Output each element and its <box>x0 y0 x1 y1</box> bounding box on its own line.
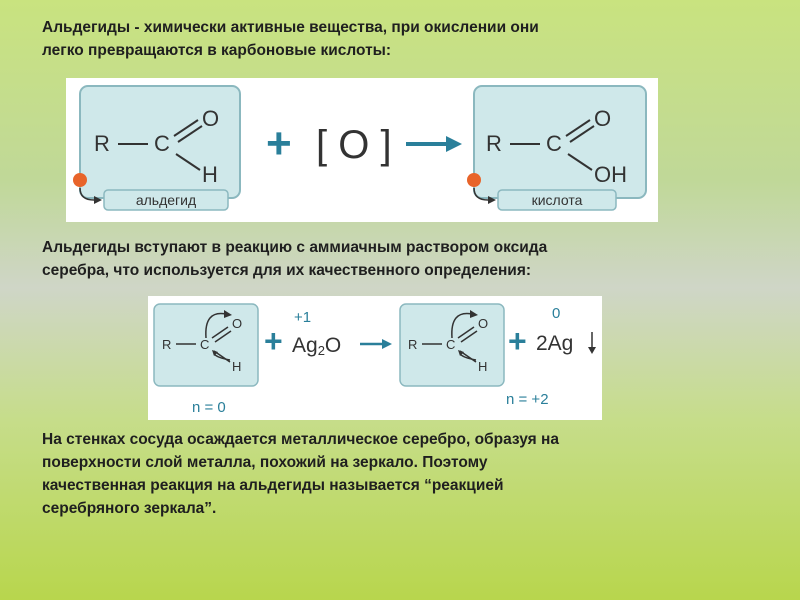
aldehyde-tag <box>103 189 229 211</box>
reagent-formula: Ag2O <box>292 334 341 358</box>
h-label: H <box>478 359 487 374</box>
connector-arrowhead <box>94 196 102 204</box>
oxidation-state-right: n = +2 <box>506 391 549 408</box>
paragraph-line: поверхности слой металла, похожий на зер… <box>42 454 488 471</box>
paragraph-line: На стенках сосуда осаждается металлическ… <box>42 431 559 448</box>
c-label: C <box>154 131 170 156</box>
o-label: O <box>594 106 611 131</box>
paragraph-intro: Альдегиды - химически активные вещества,… <box>42 16 742 62</box>
reaction-arrowhead <box>382 339 392 349</box>
electron-shift-arrowhead <box>458 350 464 356</box>
r-label: R <box>94 131 110 156</box>
precipitate-arrowhead <box>588 347 596 354</box>
r-label: R <box>162 337 171 352</box>
paragraph-line: качественная реакция на альдегиды называ… <box>42 477 504 494</box>
double-bond-line <box>569 125 595 143</box>
reagent-main: Ag <box>292 334 318 357</box>
oxidation-reaction-svg: R C O H альдегид + [ O ] R C O OH кисл <box>73 85 647 211</box>
paragraph-line: серебряного зеркала”. <box>42 500 217 517</box>
electron-shift-arrow <box>451 312 473 339</box>
electron-shift-arrowhead <box>470 310 478 318</box>
paragraph-line: Альдегиды вступают в реакцию с аммиачным… <box>42 239 548 256</box>
product-box <box>399 303 505 387</box>
c-label: C <box>446 337 455 352</box>
paragraph-silver-mirror: На стенках сосуда осаждается металлическ… <box>42 428 742 520</box>
electron-shift-arrowhead <box>224 310 232 318</box>
paragraph-line: серебра, что используется для их качеств… <box>42 262 532 279</box>
double-bond-line <box>211 326 229 339</box>
o-label: O <box>202 106 219 131</box>
plus-sign: + <box>264 323 283 359</box>
reaction-arrowhead <box>446 136 462 152</box>
double-bond-line <box>173 119 199 137</box>
c-label: C <box>546 131 562 156</box>
oh-label: OH <box>594 162 627 187</box>
h-label: H <box>232 359 241 374</box>
aldehyde-box <box>153 303 259 387</box>
silver-mirror-reaction-diagram: R C O H n = 0 + +1 Ag2O R C O H + <box>148 296 602 420</box>
paragraph-line: Альдегиды - химически активные вещества,… <box>42 19 539 36</box>
h-label: H <box>202 162 218 187</box>
double-bond-line <box>177 125 203 143</box>
r-label: R <box>408 337 417 352</box>
oxidation-state-after: 0 <box>552 305 560 322</box>
electron-shift-arrowhead <box>212 350 218 356</box>
r-label: R <box>486 131 502 156</box>
double-bond-line <box>214 330 232 343</box>
oxidizer-label: [ O ] <box>316 123 392 167</box>
double-bond-line <box>457 326 475 339</box>
reagent-tail: O <box>325 334 341 357</box>
bond-line <box>175 153 201 171</box>
reagent-subscript: 2 <box>318 343 325 358</box>
double-bond-line <box>460 330 478 343</box>
bond-line <box>567 153 593 171</box>
plus-sign: + <box>266 119 292 168</box>
c-label: C <box>200 337 209 352</box>
oxidation-state-before: +1 <box>294 309 311 326</box>
silver-mirror-reaction-svg: R C O H n = 0 + +1 Ag2O R C O H + <box>153 303 596 416</box>
aldehyde-tag-label: альдегид <box>136 192 196 208</box>
acid-tag <box>497 189 617 211</box>
oxidation-state-left: n = 0 <box>192 399 226 416</box>
connector-arrowhead <box>488 196 496 204</box>
electron-shift-arrow <box>205 312 227 339</box>
plus-sign: + <box>508 323 527 359</box>
acid-tag-label: кислота <box>532 192 583 208</box>
oxidation-reaction-diagram: R C O H альдегид + [ O ] R C O OH кисл <box>66 78 658 222</box>
product-formula: 2Ag <box>536 332 573 355</box>
connector-line <box>79 187 95 201</box>
double-bond-line <box>565 119 591 137</box>
connector-line <box>473 187 489 201</box>
o-label: O <box>232 316 242 331</box>
paragraph-line: легко превращаются в карбоновые кислоты: <box>42 42 392 59</box>
marker-dot <box>73 173 87 187</box>
paragraph-silver-reagent: Альдегиды вступают в реакцию с аммиачным… <box>42 236 742 282</box>
o-label: O <box>478 316 488 331</box>
marker-dot <box>467 173 481 187</box>
